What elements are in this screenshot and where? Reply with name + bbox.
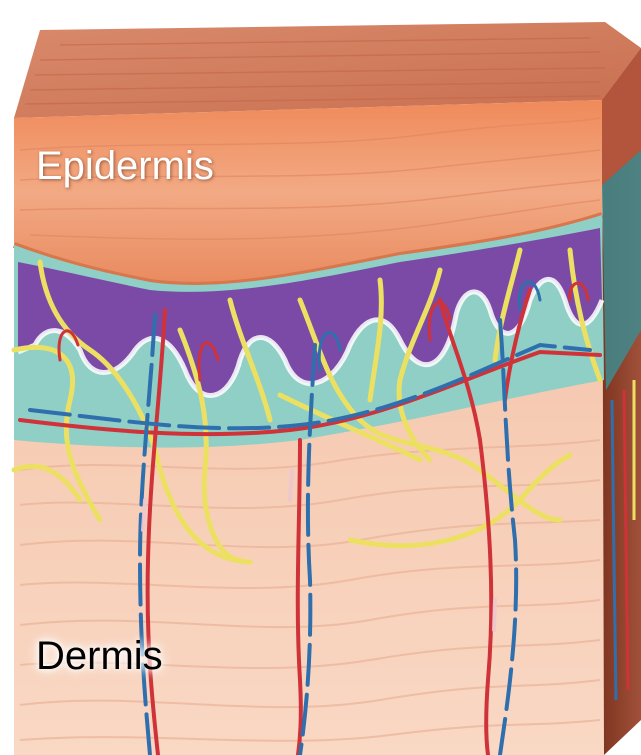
epidermis-label: Epidermis: [36, 146, 214, 186]
dermis-label: Dermis: [36, 636, 163, 676]
